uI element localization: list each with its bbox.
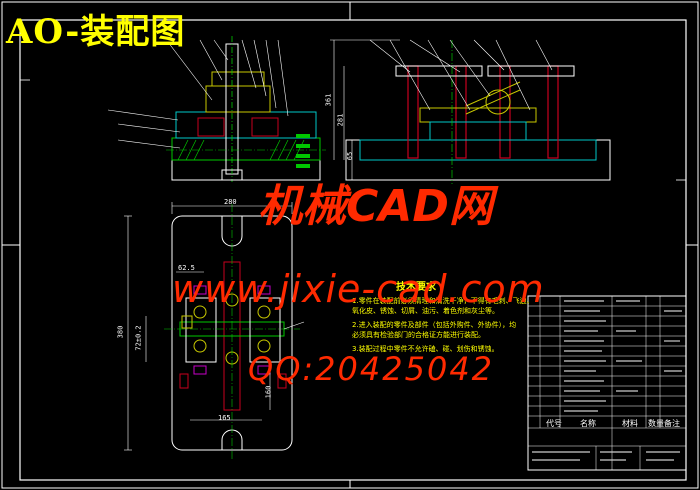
side-view [330,39,611,184]
dimension-left-height: 380 [116,325,125,339]
tech-requirement-line: 3.装配过程中零件不允许磕、碰、划伤和锈蚀。 [352,345,499,353]
tech-requirement-line: 2.进入装配的零件及部件（包括外购件、外协件），均 [352,321,517,329]
tech-requirement-line: 氧化皮、锈蚀、切屑、油污、着色剂和灰尘等。 [352,307,499,315]
dimension-side-height-1: 361 [324,93,333,107]
plan-view [124,202,305,460]
title-block-name-label: 名称 [580,419,596,428]
dimension-base-height: 65 [346,151,355,161]
title-block-qty-label: 数量 [648,419,664,428]
front-view [107,36,326,182]
dimension-bottom-width: 165 [218,414,231,422]
title-block [527,295,687,471]
tech-requirements-heading: 技术要求 [396,282,436,293]
dimension-side-height-2: 281 [336,113,345,127]
dimension-top-width: 280 [224,198,237,206]
tech-requirement-line: 1.零件在装配前必须清理和清洗干净，不得有毛刺、飞边、 [352,297,534,305]
drawing-title: AO-装配图 [6,12,186,52]
watermark-site-name: 机械CAD网 [258,181,493,232]
watermark-url: www.jixie-cad.com [172,267,545,311]
dimension-offset: 62.5 [178,264,195,272]
drawing-frame [19,19,687,481]
tech-requirement-line: 必须具有检验部门的合格证方能进行装配。 [352,331,485,339]
title-block-material-label: 材料 [622,419,638,428]
watermark-qq: QQ:20425042 [248,350,495,388]
title-block-code-label: 代号 [546,419,562,428]
dimension-tolerance: 72±0.2 [134,325,143,351]
title-block-note-label: 备注 [664,419,680,428]
